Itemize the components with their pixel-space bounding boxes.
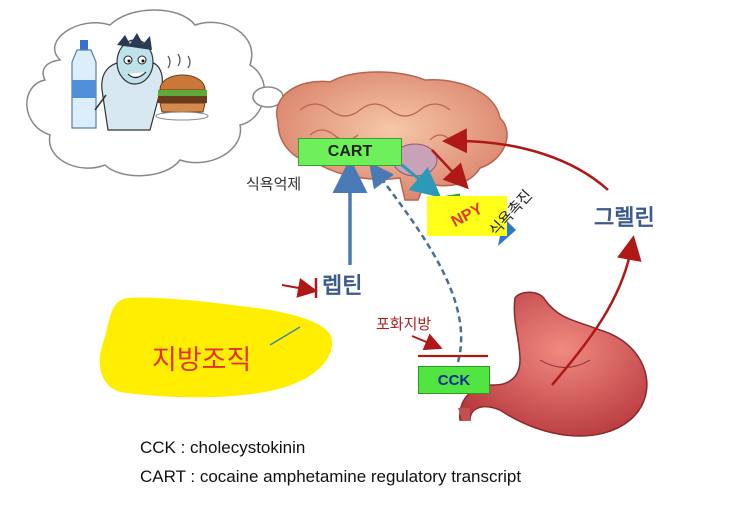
appetite-suppression-label: 식욕억제: [246, 175, 302, 193]
cck-box: CCK: [418, 366, 490, 394]
adipose-tissue-label: 지방조직: [152, 345, 252, 376]
red-npy-arrow: [431, 149, 469, 190]
brain-icon: [275, 71, 508, 201]
water-bottle-icon: [71, 40, 97, 129]
ghrelin-label: 그렐린: [594, 206, 655, 231]
npy-box: NPY: [427, 196, 507, 236]
legend-cck: CCK : cholecystokinin: [140, 438, 306, 457]
stomach-icon: [458, 291, 648, 437]
ghrelin-stomach-arrow: [551, 235, 642, 386]
leptin-label: 렙틴: [322, 274, 363, 299]
cart-npy-arrow: [401, 163, 442, 198]
saturated-fat-label: 포화지방: [376, 315, 432, 333]
npy-label: NPY: [448, 200, 486, 231]
cck-signal-dashed-arrow: [368, 162, 463, 363]
burger-icon: [155, 53, 209, 121]
adipose-leader-line: [269, 326, 301, 346]
cart-box: CART: [298, 138, 402, 166]
leptin-red-arrow: [281, 278, 318, 298]
ghrelin-brain-arrow: [442, 128, 609, 191]
legend-cart: CART : cocaine amphetamine regulatory tr…: [140, 467, 522, 486]
satiety-arrow: [411, 333, 443, 351]
adipose-tissue-blob: [99, 297, 333, 398]
